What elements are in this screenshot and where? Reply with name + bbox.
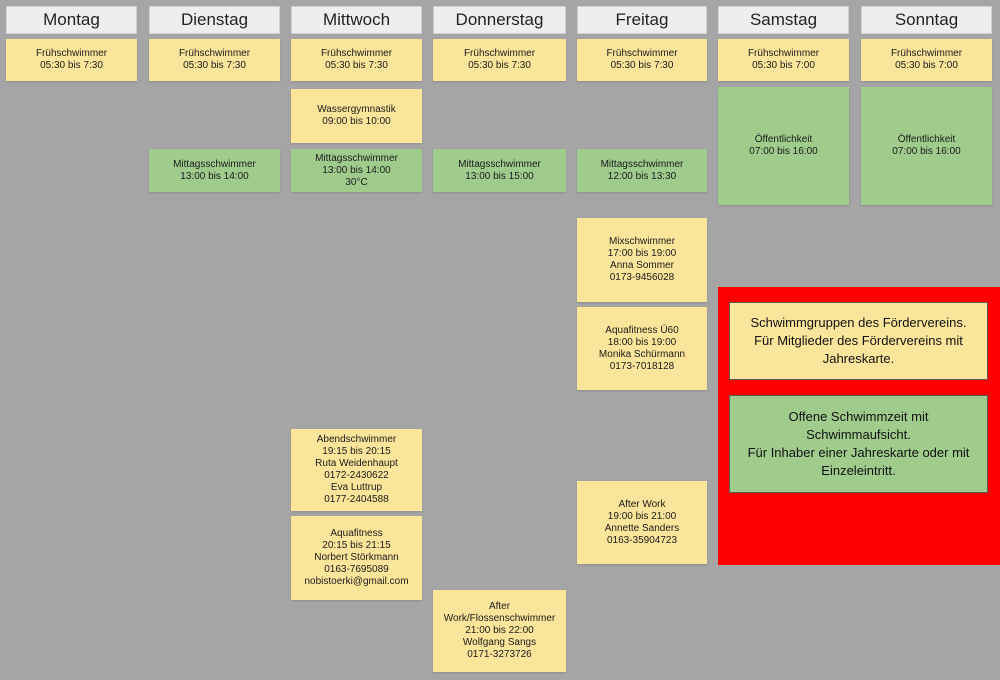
day-header-freitag: Freitag (577, 6, 707, 34)
day-header-donnerstag: Donnerstag (433, 6, 566, 34)
day-header-samstag: Samstag (718, 6, 849, 34)
day-header-dienstag: Dienstag (149, 6, 280, 34)
day-header-sonntag: Sonntag (861, 6, 992, 34)
legend-panel: Schwimmgruppen des Fördervereins. Für Mi… (718, 287, 1000, 565)
legend-yellow-box: Schwimmgruppen des Fördervereins. Für Mi… (729, 302, 988, 380)
legend-green-box: Offene Schwimmzeit mit Schwimmaufsicht. … (729, 395, 988, 493)
day-header-mittwoch: Mittwoch (291, 6, 422, 34)
day-header-montag: Montag (6, 6, 137, 34)
